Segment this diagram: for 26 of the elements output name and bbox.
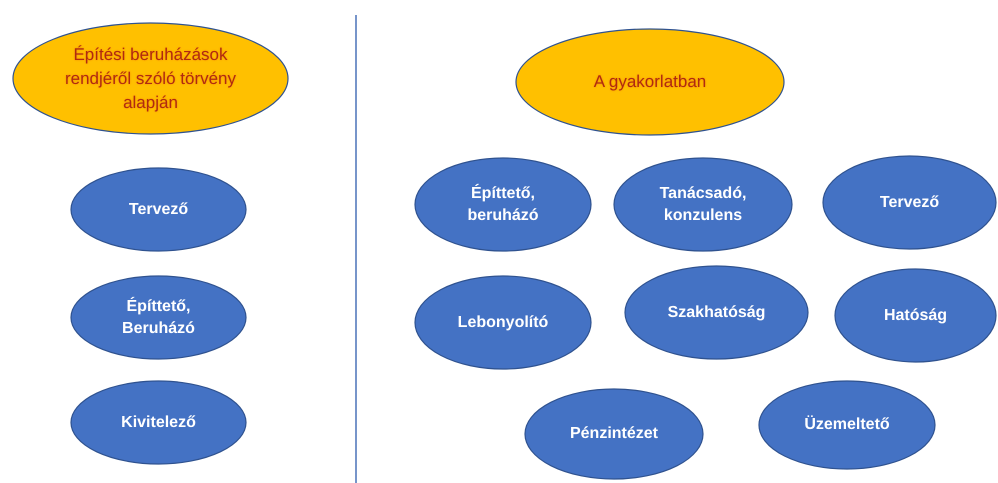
role-label: Szakhatóság — [666, 302, 766, 322]
role-ellipse — [613, 157, 793, 252]
role-label: Építtető, beruházó — [466, 182, 540, 226]
role-ellipse — [758, 380, 936, 470]
role-ellipse — [414, 275, 592, 370]
role-label: Kivitelező — [120, 412, 197, 432]
role-label: Tervező — [128, 200, 190, 220]
role-ellipse — [414, 157, 592, 252]
heading-text: Építési beruházások rendjéről szóló törvény alapján — [64, 44, 238, 114]
role-label: Lebonyolító — [456, 312, 550, 332]
role-ellipse — [834, 268, 997, 363]
role-ellipse — [524, 388, 704, 480]
role-label: Üzemeltető — [803, 414, 891, 435]
role-ellipse — [70, 167, 247, 252]
role-ellipse — [12, 22, 289, 135]
role-label: Hatóság — [882, 306, 948, 326]
role-ellipse — [624, 265, 809, 360]
role-ellipse — [70, 380, 247, 465]
role-label: Építtető, Beruházó — [121, 296, 196, 338]
role-ellipse — [822, 155, 997, 250]
role-label: Pénzintézet — [568, 424, 659, 444]
role-ellipse — [70, 275, 247, 360]
heading-text: A gyakorlatban — [592, 71, 708, 93]
role-ellipse — [515, 28, 785, 136]
role-label: Tervező — [878, 192, 940, 212]
role-label: Tanácsadó, konzulens — [658, 184, 748, 226]
